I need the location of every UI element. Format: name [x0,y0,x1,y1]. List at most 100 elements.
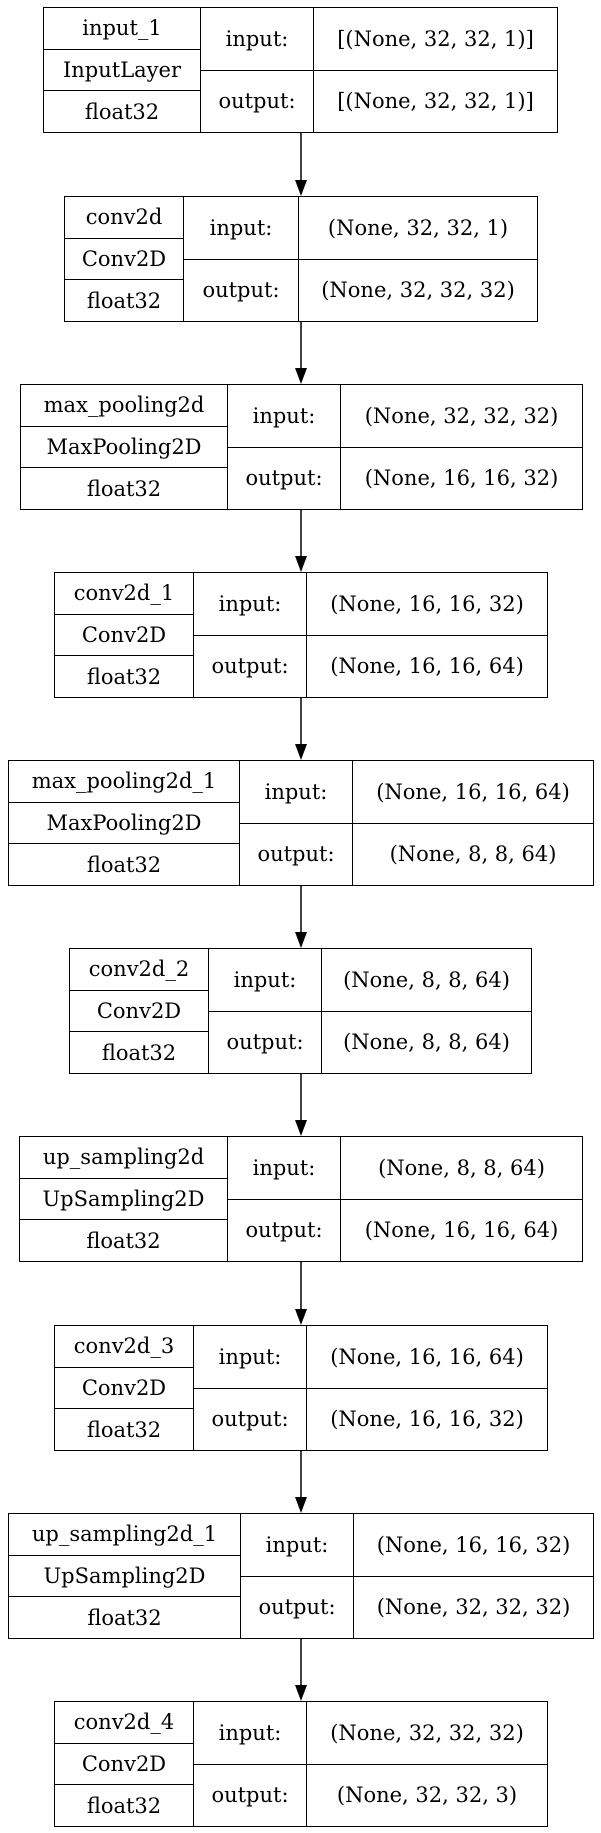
output-label: output: [211,1783,289,1808]
layer-type: MaxPooling2D [9,803,239,845]
input-shape: (None, 16, 16, 32) [354,1514,593,1577]
input-shape: (None, 8, 8, 64) [341,1137,582,1200]
output-label: output: [258,1595,336,1620]
input-shape: [(None, 32, 32, 1)] [314,8,557,71]
layer-name: max_pooling2d [21,385,227,427]
input-shape: (None, 16, 16, 64) [353,761,593,824]
output-label: output: [226,1030,304,1055]
layer-name: conv2d_2 [70,949,208,991]
layer-name: conv2d [65,197,183,239]
arrow-head-icon [295,1685,307,1701]
output-label: output: [218,89,296,114]
layer-dtype: float32 [101,1040,177,1065]
output-shape: [(None, 32, 32, 1)] [337,89,534,114]
layer-type: InputLayer [44,50,200,92]
io-shapes: (None, 32, 32, 1) (None, 32, 32, 32) [299,197,537,321]
input-shape: (None, 16, 16, 64) [307,1326,547,1389]
io-labels: input: output: [194,1702,307,1826]
io-labels: input: output: [194,1326,307,1450]
input-label: input: [228,385,340,448]
output-label: output: [245,466,323,491]
input-label: input: [194,573,306,636]
layer-name: up_sampling2d [20,1137,227,1179]
io-shapes: (None, 32, 32, 32) (None, 32, 32, 3) [307,1702,547,1826]
arrow-head-icon [295,180,307,196]
output-label: output: [257,842,335,867]
layer-dtype: float32 [86,664,162,689]
layer-dtype: float32 [86,1793,162,1818]
output-shape: (None, 8, 8, 64) [389,842,557,867]
input-label: input: [228,1137,340,1200]
arrow-head-icon [295,1120,307,1136]
input-label: input: [209,949,321,1012]
layer-dtype: float32 [84,99,160,124]
io-shapes: (None, 8, 8, 64) (None, 16, 16, 64) [341,1137,582,1261]
io-shapes: [(None, 32, 32, 1)] [(None, 32, 32, 1)] [314,8,557,132]
output-shape: (None, 16, 16, 64) [364,1218,559,1243]
layer-name: conv2d_4 [55,1702,193,1744]
layer-type: Conv2D [55,1744,193,1786]
io-shapes: (None, 16, 16, 64) (None, 8, 8, 64) [353,761,593,885]
layer-dtype: float32 [86,1228,161,1253]
output-label: output: [211,654,289,679]
io-labels: input:output: [228,1137,341,1261]
arrow-head-icon [295,1497,307,1513]
layer-dtype: float32 [86,1417,162,1442]
input-shape: (None, 16, 16, 32) [307,573,547,636]
output-shape: (None, 16, 16, 64) [330,654,524,679]
layer-type: UpSampling2D [9,1556,240,1598]
io-labels: input: output: [228,385,341,509]
input-shape: (None, 32, 32, 32) [307,1702,547,1765]
layer-dtype: float32 [87,1605,162,1630]
output-label: output: [211,1407,289,1432]
layer-type: Conv2D [70,991,208,1033]
output-shape: (None, 16, 16, 32) [330,1407,524,1432]
input-label: input: [194,1702,306,1765]
layer-dtype: float32 [86,476,162,501]
input-shape: (None, 32, 32, 32) [341,385,582,448]
io-labels: input: output: [209,949,322,1073]
layer-name: max_pooling2d_1 [9,761,239,803]
input-shape: (None, 8, 8, 64) [322,949,531,1012]
output-shape: (None, 32, 32, 3) [336,1783,518,1808]
arrow-head-icon [295,932,307,948]
arrow-head-icon [295,744,307,760]
input-label: input: [194,1326,306,1389]
layer-name: up_sampling2d_1 [9,1514,240,1556]
io-shapes: (None, 16, 16, 32)(None, 32, 32, 32) [354,1514,593,1638]
io-labels: input: output: [194,573,307,697]
arrow-head-icon [295,1309,307,1325]
io-shapes: (None, 8, 8, 64) (None, 8, 8, 64) [322,949,531,1073]
input-shape: (None, 32, 32, 1) [299,197,537,260]
output-shape: (None, 8, 8, 64) [343,1030,510,1055]
input-label: input: [184,197,298,260]
io-shapes: (None, 16, 16, 32) (None, 16, 16, 64) [307,573,547,697]
layer-name: input_1 [44,8,200,50]
layer-type: UpSampling2D [20,1179,227,1221]
output-shape: (None, 32, 32, 32) [321,278,515,303]
io-labels: input:output: [201,8,314,132]
output-shape: (None, 16, 16, 32) [364,466,559,491]
layer-name: conv2d_3 [55,1326,193,1368]
layer-dtype: float32 [86,852,162,877]
input-label: input: [241,1514,353,1577]
layer-type: Conv2D [55,615,193,657]
